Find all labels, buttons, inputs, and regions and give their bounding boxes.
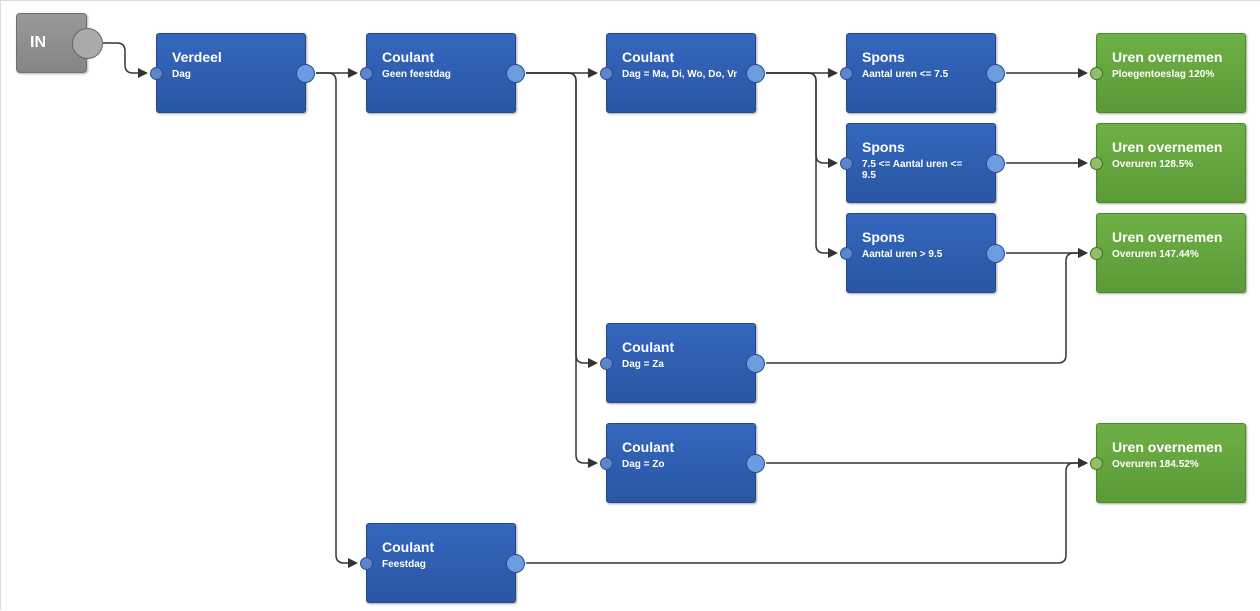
node-title: Uren overnemen [1112, 229, 1223, 245]
node-title: Uren overnemen [1112, 49, 1223, 65]
node-title: Coulant [382, 49, 435, 65]
node-condition: Dag [172, 69, 191, 80]
input-port[interactable] [1090, 457, 1103, 470]
wire-mavr-spons3 [766, 72, 838, 258]
output-port[interactable] [746, 454, 765, 473]
node-title: Coulant [622, 339, 675, 355]
node-title: Uren overnemen [1112, 139, 1223, 155]
wire-geen-feestdag-za [526, 72, 598, 368]
node-condition: Dag = Zo [622, 459, 665, 470]
input-port[interactable] [150, 67, 163, 80]
node-coulant-za[interactable]: Coulant Dag = Za [600, 323, 765, 403]
node-coulant-feestdag[interactable]: Coulant Feestdag [360, 523, 525, 603]
wire-za-uren3 [766, 248, 1088, 364]
node-condition: Aantal uren > 9.5 [862, 249, 943, 260]
input-port[interactable] [360, 557, 373, 570]
output-port[interactable] [986, 154, 1005, 173]
input-port[interactable] [600, 457, 613, 470]
output-port[interactable] [296, 64, 315, 83]
node-condition: 7.5 <= Aantal uren <= 9.5 [862, 159, 963, 181]
node-uren-overnemen-3[interactable]: Uren overnemen Overuren 147.44% [1090, 213, 1246, 293]
wire-mavr-spons2 [766, 72, 838, 168]
input-port[interactable] [840, 247, 853, 260]
output-port[interactable] [986, 64, 1005, 83]
input-port[interactable] [600, 357, 613, 370]
wire-geen-feestdag-zo [526, 72, 598, 468]
node-title: Coulant [622, 49, 675, 65]
node-action: Overuren 128.5% [1112, 159, 1194, 170]
output-port[interactable] [746, 354, 765, 373]
node-action: Overuren 184.52% [1112, 459, 1199, 470]
input-port[interactable] [1090, 67, 1103, 80]
node-title: Spons [862, 49, 905, 65]
node-coulant-geen-feestdag[interactable]: Coulant Geen feestdag [360, 33, 525, 113]
output-port[interactable] [746, 64, 765, 83]
node-uren-overnemen-1[interactable]: Uren overnemen Ploegentoeslag 120% [1090, 33, 1246, 113]
node-uren-overnemen-2[interactable]: Uren overnemen Overuren 128.5% [1090, 123, 1246, 203]
input-port[interactable] [360, 67, 373, 80]
node-action: Overuren 147.44% [1112, 249, 1199, 260]
node-coulant-ma-vr[interactable]: Coulant Dag = Ma, Di, Wo, Do, Vr [600, 33, 765, 113]
node-spons-2[interactable]: Spons 7.5 <= Aantal uren <= 9.5 [840, 123, 1005, 203]
node-title: Coulant [382, 539, 435, 555]
node-spons-1[interactable]: Spons Aantal uren <= 7.5 [840, 33, 1005, 113]
start-label: IN [30, 34, 46, 51]
node-verdeel[interactable]: Verdeel Dag [150, 33, 315, 113]
start-output-port[interactable] [72, 28, 103, 59]
node-title: Verdeel [172, 49, 222, 65]
node-title: Spons [862, 229, 905, 245]
output-port[interactable] [506, 554, 525, 573]
input-port[interactable] [840, 157, 853, 170]
input-port[interactable] [1090, 247, 1103, 260]
node-action: Ploegentoeslag 120% [1112, 69, 1215, 80]
input-port[interactable] [600, 67, 613, 80]
start-node[interactable]: IN [16, 13, 103, 73]
node-condition: Feestdag [382, 559, 426, 570]
node-spons-3[interactable]: Spons Aantal uren > 9.5 [840, 213, 1005, 293]
wire-in-verdeel [103, 42, 148, 78]
node-condition: Aantal uren <= 7.5 [862, 69, 949, 80]
output-port[interactable] [986, 244, 1005, 263]
node-uren-overnemen-4[interactable]: Uren overnemen Overuren 184.52% [1090, 423, 1246, 503]
node-coulant-zo[interactable]: Coulant Dag = Zo [600, 423, 765, 503]
node-condition: Dag = Ma, Di, Wo, Do, Vr [622, 69, 738, 80]
input-port[interactable] [1090, 157, 1103, 170]
node-title: Coulant [622, 439, 675, 455]
wire-verdeel-feestdag [316, 72, 358, 568]
wire-feestdag-uren4 [526, 458, 1088, 564]
node-title: Uren overnemen [1112, 439, 1223, 455]
input-port[interactable] [840, 67, 853, 80]
node-condition: Dag = Za [622, 359, 664, 370]
node-condition: Geen feestdag [382, 69, 451, 80]
output-port[interactable] [506, 64, 525, 83]
node-title: Spons [862, 139, 905, 155]
